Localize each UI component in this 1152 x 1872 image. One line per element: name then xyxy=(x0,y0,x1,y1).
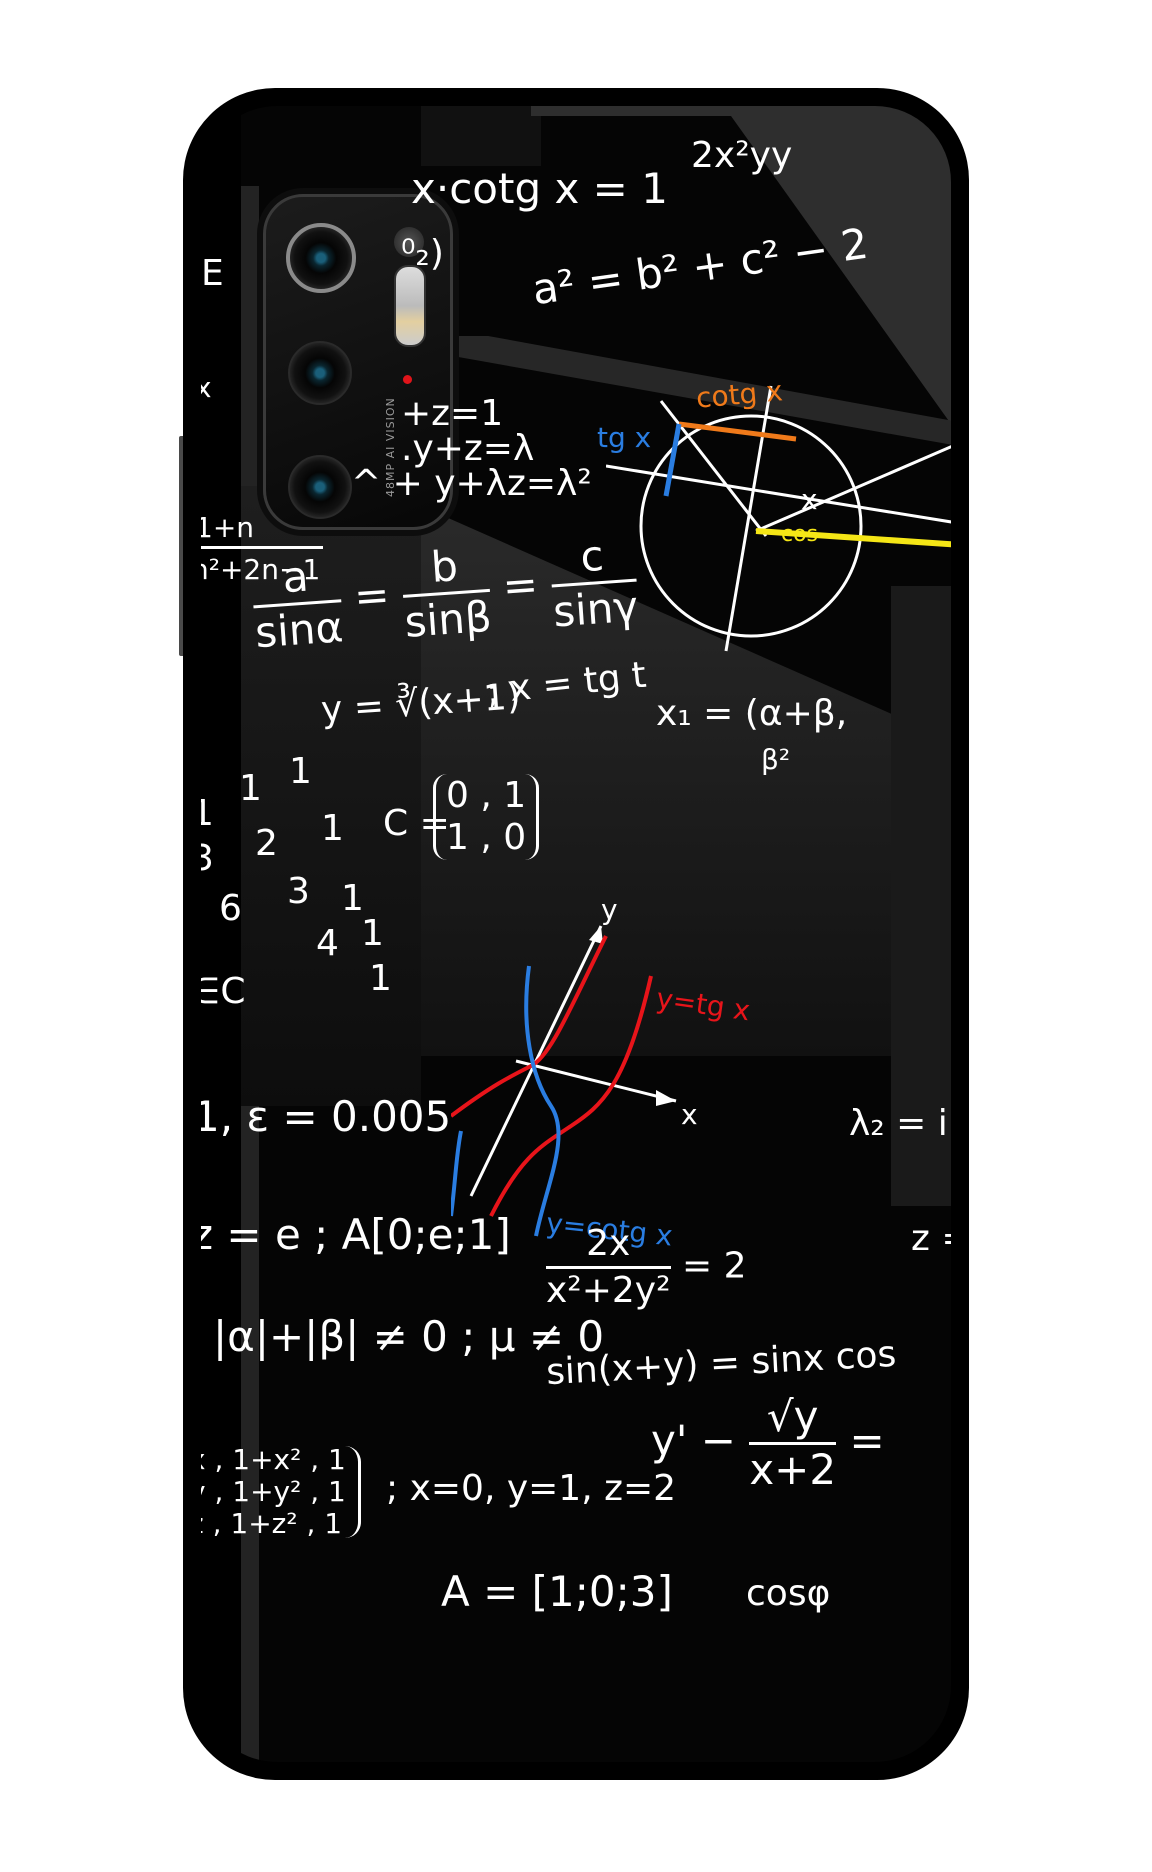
formula-z-right: z = xyxy=(911,1218,951,1259)
formula-cosine-law: a² = b² + c² − 2 xyxy=(529,218,872,315)
formula-abs-ineq: |α|+|β| ≠ 0 ; μ ≠ 0 xyxy=(213,1312,605,1361)
formula-lambda2: λ₂ = i √ xyxy=(849,1103,951,1144)
y-prime-eq: = xyxy=(849,1416,885,1465)
tg-label: tg x xyxy=(597,421,652,454)
formula-system-1: +z=1 xyxy=(401,393,504,434)
sine-law-b-num: b xyxy=(429,541,460,592)
formula-xyz: ; x=0, y=1, z=2 xyxy=(386,1468,677,1509)
formula-frac2: 2x x²+2y² = 2 xyxy=(546,1226,747,1309)
number: 1 xyxy=(201,793,214,834)
frac2-rhs: = 2 xyxy=(682,1245,747,1287)
number: 1 xyxy=(289,751,312,792)
matrix-row: z , 1+z² , 1 xyxy=(201,1507,343,1540)
formula-z-e: z = e ; A[0;e;1] xyxy=(201,1210,511,1259)
number: 1 xyxy=(321,808,344,849)
sine-law-b-den: sinβ xyxy=(402,591,494,647)
sine-law-c-num: c xyxy=(578,530,606,582)
formula-paren: ⁰₂) xyxy=(401,233,444,274)
sensor-icon xyxy=(394,227,424,257)
formula-system-3: ^ + y+λz=λ² xyxy=(351,463,592,504)
formula-in-c: ∈C xyxy=(201,971,246,1012)
reflection-panel xyxy=(891,586,951,1206)
y-prime-den: x+2 xyxy=(749,1445,837,1494)
case-back-print: 48MP AI VISION x·cotg x = 1 2x²yy a² = b… xyxy=(201,106,951,1762)
formula-a-vec: A = [1;0;3] xyxy=(441,1567,673,1616)
matrix-c-row: 1 , 0 xyxy=(446,817,527,858)
formula-frac-den: n²+2n−1 xyxy=(201,553,321,586)
side-button xyxy=(179,436,185,656)
number: 1 xyxy=(341,878,364,919)
unit-circle-diagram xyxy=(606,385,951,652)
matrix-row: x , 1+x² , 1 xyxy=(201,1443,346,1476)
number: 1 xyxy=(239,768,262,809)
camera-module: 48MP AI VISION xyxy=(263,194,453,530)
formula-system-2: .y+z=λ xyxy=(401,428,535,469)
formula-frac-num: 1+n xyxy=(201,511,255,544)
frac2-num: 2x xyxy=(586,1223,631,1264)
number: 3 xyxy=(287,871,310,912)
number: 6 xyxy=(219,888,242,929)
graph-x-axis-label: x xyxy=(681,1098,698,1131)
graph-y-axis-label: y xyxy=(601,893,618,926)
formula-epsilon: 1, ε = 0.005 xyxy=(201,1092,452,1141)
eq-sign: = xyxy=(352,569,392,622)
y-prime-num: √y xyxy=(766,1392,819,1441)
number: 4 xyxy=(316,923,339,964)
sine-law-a-den: sinα xyxy=(253,602,345,658)
main-camera-lens-icon xyxy=(286,223,356,293)
matrix-c: 0 , 1 1 , 0 xyxy=(433,774,540,860)
phone-case: 48MP AI VISION x·cotg x = 1 2x²yy a² = b… xyxy=(183,88,969,1780)
reflection-panel xyxy=(201,106,241,1762)
eq-sign: = xyxy=(501,559,540,611)
fraction-bar xyxy=(201,546,323,549)
reflection-panel xyxy=(421,106,541,166)
secondary-camera-lens-icon xyxy=(288,341,352,405)
formula-left-e: E xyxy=(201,253,224,294)
formula-cos-phi: cosφ xyxy=(746,1573,831,1614)
number: 1 xyxy=(369,958,392,999)
cotg-label: cotg x xyxy=(694,374,784,415)
cos-label: cos xyxy=(781,522,819,547)
reflection-panel xyxy=(241,486,421,1106)
frac2-den: x²+2y² xyxy=(546,1270,671,1311)
y-prime: y' − xyxy=(651,1416,736,1465)
number: 3 xyxy=(201,838,214,879)
formula-cotg: x·cotg x = 1 xyxy=(411,164,668,213)
matrix-c-row: 0 , 1 xyxy=(446,775,527,816)
formula-beta: β² xyxy=(761,743,791,776)
formula-top-right: 2x²yy xyxy=(691,135,793,176)
matrix-row: y , 1+y² , 1 xyxy=(201,1475,346,1508)
matrix-c-label: C = xyxy=(383,803,450,844)
tertiary-camera-lens-icon xyxy=(288,455,352,519)
indicator-dot xyxy=(403,375,412,384)
number: 1 xyxy=(361,913,384,954)
number: 2 xyxy=(255,823,278,864)
formula-left-x: x xyxy=(201,371,212,404)
formula-x1: x₁ = (α+β, xyxy=(656,693,848,734)
matrix-3x3: x , 1+x² , 1 y , 1+y² , 1 z , 1+z² , 1 xyxy=(201,1446,361,1538)
sine-law-a-num: a xyxy=(280,551,310,603)
circle-x-label: x xyxy=(801,483,818,516)
flash-icon xyxy=(394,265,426,347)
tangent-graph xyxy=(451,925,677,1237)
